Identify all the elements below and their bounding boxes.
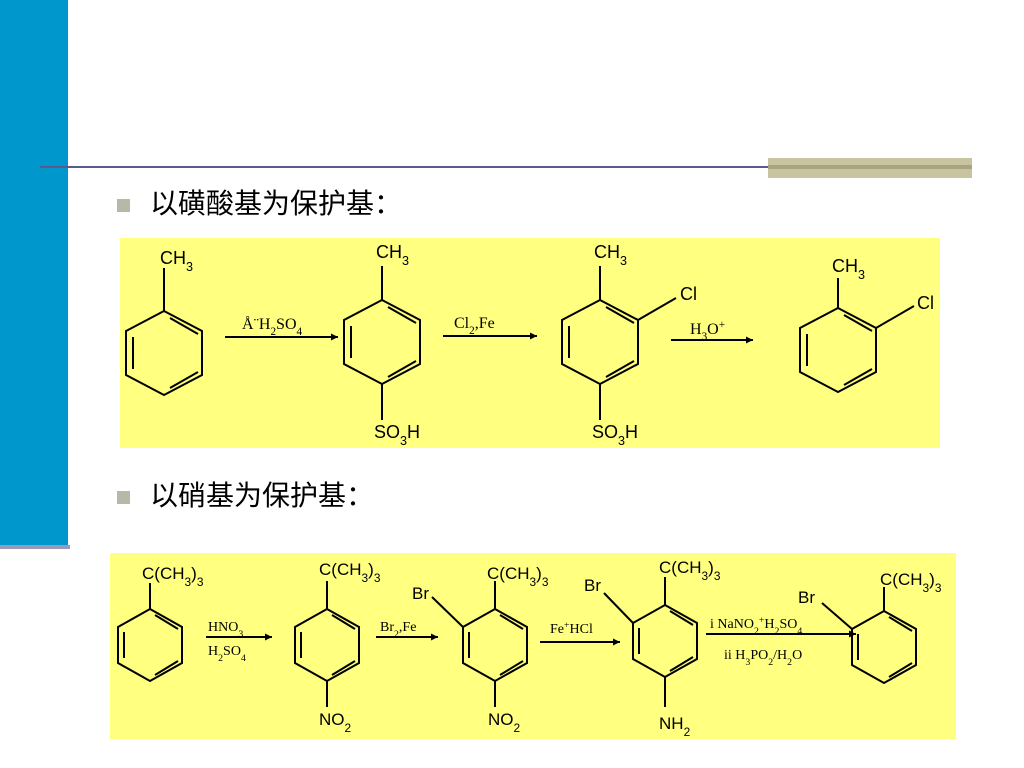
reagent-hypophosphorous-acid: ii H3PO2/H2O (724, 648, 802, 668)
label-tert-butyl: C(CH3)3 (142, 564, 204, 589)
reagent-h3o-plus: H3O+ (690, 319, 725, 343)
label-ch3: CH3 (160, 248, 193, 274)
heading-sulfonic-protecting-group: 以磺酸基为保护基： (150, 187, 403, 220)
label-br: Br (798, 588, 815, 607)
molecule-toluene (125, 268, 203, 397)
label-no2: NO2 (319, 710, 352, 735)
label-tert-butyl: C(CH3)3 (487, 564, 549, 589)
heading-nitro-protecting-group: 以硝基为保护基： (150, 479, 375, 512)
label-no2: NO2 (488, 710, 521, 735)
reagent-conc-h2so4: Å¨H2SO4 (242, 315, 303, 338)
bullet-square-icon (117, 491, 130, 504)
label-tert-butyl: C(CH3)3 (880, 570, 942, 595)
molecule-2-bromo-tert-butylbenzene (821, 587, 917, 685)
reagent-br2-fe: Br2,Fe (380, 620, 416, 640)
label-cl: Cl (917, 293, 934, 313)
label-br: Br (412, 584, 429, 603)
molecule-tert-butylbenzene (117, 583, 183, 683)
molecule-chloro-methylbenzenesulfonic-acid (561, 266, 677, 420)
reagent-hno3: HNO3 (208, 620, 243, 640)
reagent-fe-hcl: Fe+HCl (550, 620, 593, 638)
molecule-bromo-nitro-tert-butylbenzene (431, 581, 528, 707)
bullet-square-icon (117, 199, 130, 212)
label-nh2: NH2 (659, 714, 691, 739)
reaction-scheme-nitro: C(CH3)3 C(CH3)3 NO2 C(CH3)3 Br NO2 C(CH3… (110, 553, 956, 739)
label-tert-butyl: C(CH3)3 (319, 560, 381, 585)
label-br: Br (584, 576, 601, 595)
left-accent-bar-shadow (0, 545, 70, 549)
reagent-h2so4: H2SO4 (208, 644, 246, 664)
reaction-scheme-sulfonic: CH3 CH3 SO3H CH3 Cl SO3H CH3 Cl Å¨H2SO4 … (120, 238, 940, 448)
left-accent-bar (0, 0, 68, 545)
label-ch3: CH3 (594, 242, 627, 268)
label-cl: Cl (680, 284, 697, 304)
label-so3h: SO3H (374, 422, 420, 448)
label-so3h: SO3H (592, 422, 638, 448)
label-ch3: CH3 (376, 242, 409, 268)
molecule-4-nitro-tert-butylbenzene (294, 581, 360, 707)
molecule-bromo-amino-tert-butylbenzene (603, 577, 698, 707)
label-ch3: CH3 (832, 256, 865, 282)
molecule-2-chlorotoluene (799, 278, 915, 394)
reagent-diazotization: i NaNO2+H2SO4 (710, 615, 802, 637)
molecule-4-methylbenzenesulfonic-acid (343, 266, 421, 420)
title-rule (40, 166, 972, 168)
reagent-cl2-fe: Cl2,Fe (454, 315, 495, 337)
rule-decoration-stripe (768, 165, 972, 169)
label-tert-butyl: C(CH3)3 (659, 558, 721, 583)
